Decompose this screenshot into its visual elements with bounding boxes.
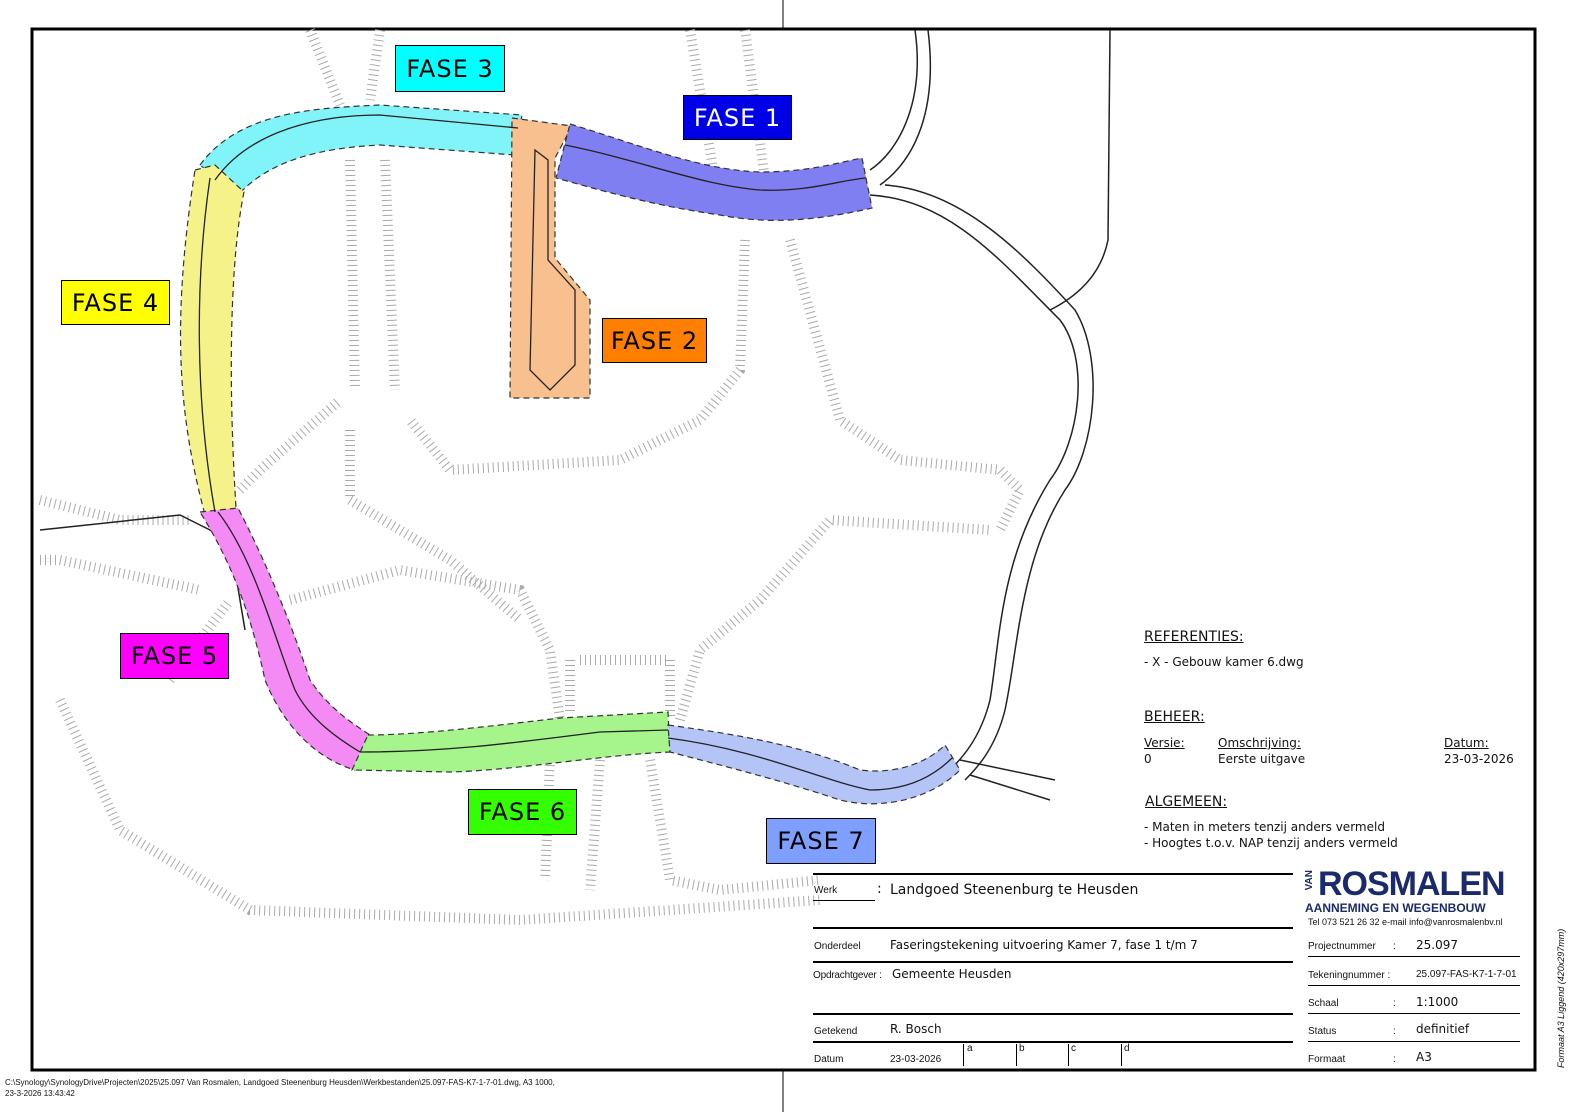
- revision-a: a: [967, 1043, 973, 1054]
- projectnummer-value: 25.097: [1416, 938, 1458, 952]
- phase-band-fase-6: [351, 711, 671, 773]
- file-path: C:\Synology\SynologyDrive\Projecten\2025…: [5, 1078, 555, 1087]
- schaal-label: Schaal: [1308, 998, 1339, 1009]
- datum-label: Datum: [814, 1054, 844, 1065]
- divider: [813, 900, 875, 901]
- company-logo: VAN ROSMALEN AANNEMING EN WEGENBOUW: [1304, 865, 1523, 916]
- revision-divider: [1068, 1044, 1069, 1066]
- logo-prefix: VAN: [1304, 870, 1315, 891]
- divider: [813, 1041, 1293, 1043]
- getekend-value: R. Bosch: [890, 1022, 942, 1036]
- divider: [1308, 1041, 1520, 1042]
- phase-label-fase-7: FASE 7: [766, 818, 876, 864]
- beheer-versie: 0: [1144, 752, 1152, 766]
- beheer-heading: BEHEER:: [1144, 709, 1205, 725]
- phase-label-fase-4: FASE 4: [61, 280, 170, 325]
- beheer-omschrijving: Eerste uitgave: [1218, 752, 1306, 766]
- logo-name: ROSMALEN: [1318, 865, 1506, 903]
- divider: [813, 961, 1293, 963]
- phase-label-fase-6: FASE 6: [468, 789, 577, 835]
- beheer-versie-header: Versie:: [1144, 736, 1185, 750]
- phase-band-fase-4: [179, 164, 245, 516]
- algemeen-heading: ALGEMEEN:: [1145, 794, 1228, 810]
- beheer-datum: 23-03-2026: [1444, 752, 1514, 766]
- logo-subtitle: AANNEMING EN WEGENBOUW: [1305, 901, 1486, 915]
- opdrachtgever-value: Gemeente Heusden: [892, 967, 1012, 981]
- phase-band-fase-3: [199, 104, 523, 196]
- revision-b: b: [1019, 1043, 1025, 1054]
- divider: [813, 873, 1293, 875]
- phase-label-fase-2: FASE 2: [602, 318, 707, 363]
- status-label: Status: [1308, 1026, 1337, 1037]
- referenties-heading: REFERENTIES:: [1144, 629, 1244, 645]
- status-value: definitief: [1416, 1022, 1470, 1036]
- algemeen-item: - Hoogtes t.o.v. NAP tenzij anders verme…: [1144, 836, 1398, 850]
- tekeningnummer-label: Tekeningnummer :: [1308, 970, 1391, 981]
- datum-value: 23-03-2026: [890, 1054, 942, 1065]
- formaat-value: A3: [1416, 1050, 1432, 1064]
- colon: :: [1393, 941, 1396, 952]
- print-timestamp: 23-3-2026 13:43:42: [5, 1089, 75, 1098]
- phase-band-fase-1: [555, 123, 873, 221]
- referentie-item: - X - Gebouw kamer 6.dwg: [1144, 655, 1304, 669]
- tekeningnummer-value: 25.097-FAS-K7-1-7-01: [1416, 969, 1517, 980]
- algemeen-item: - Maten in meters tenzij anders vermeld: [1144, 820, 1385, 834]
- beheer-omschrijving-header: Omschrijving:: [1218, 736, 1301, 750]
- phase-band-fase-7: [667, 724, 961, 805]
- opdrachtgever-label: Opdrachtgever :: [813, 970, 882, 981]
- colon: :: [877, 881, 882, 897]
- revision-divider: [963, 1044, 964, 1066]
- divider: [1308, 956, 1520, 957]
- divider: [813, 1013, 1293, 1015]
- getekend-label: Getekend: [814, 1026, 858, 1037]
- projectnummer-label: Projectnummer: [1308, 941, 1376, 952]
- divider: [1308, 985, 1520, 986]
- divider: [813, 927, 1293, 929]
- schaal-value: 1:1000: [1416, 995, 1459, 1009]
- phase-label-fase-3: FASE 3: [395, 45, 505, 92]
- revision-c: c: [1071, 1043, 1076, 1054]
- revision-d: d: [1124, 1043, 1130, 1054]
- phase-bands: [179, 104, 961, 805]
- phase-band-fase-2: [509, 117, 591, 399]
- beheer-datum-header: Datum:: [1444, 736, 1489, 750]
- onderdeel-value: Faseringstekening uitvoering Kamer 7, fa…: [890, 938, 1198, 952]
- colon: :: [1393, 1054, 1396, 1065]
- road-centerlines: [198, 114, 953, 791]
- divider: [1308, 1013, 1520, 1014]
- colon: :: [1393, 998, 1396, 1009]
- colon: :: [1393, 1026, 1396, 1037]
- werk-value: Landgoed Steenenburg te Heusden: [890, 882, 1139, 898]
- contact-info: Tel 073 521 26 32 e-mail info@vanrosmale…: [1308, 917, 1503, 927]
- revision-divider: [1121, 1044, 1122, 1066]
- formaat-label: Formaat: [1308, 1054, 1346, 1065]
- onderdeel-label: Onderdeel: [814, 941, 861, 952]
- format-side-text: Formaat A3 Liggend (420x297mm): [1556, 928, 1566, 1068]
- werk-label: Werk: [814, 885, 838, 896]
- drawing-frame: [30, 27, 1537, 1072]
- revision-divider: [1016, 1044, 1017, 1066]
- phase-label-fase-1: FASE 1: [683, 95, 792, 140]
- phase-label-fase-5: FASE 5: [120, 633, 229, 679]
